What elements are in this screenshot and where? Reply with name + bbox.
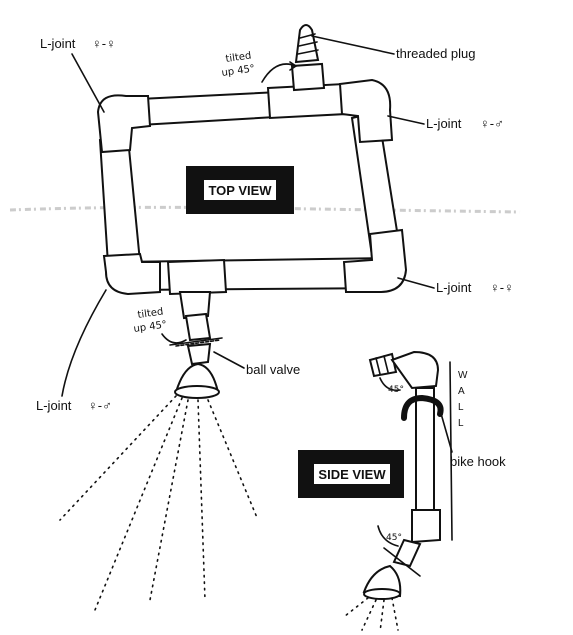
shower-head-top <box>59 362 259 611</box>
svg-text:♀-♂: ♀-♂ <box>88 398 112 413</box>
label-bike-hook: bike hook <box>439 409 506 469</box>
side-view-assembly: W A L L 45° 45° <box>344 350 468 633</box>
svg-text:W: W <box>458 370 468 381</box>
l-joint-bottom-left <box>102 252 161 296</box>
ball-valve <box>169 312 223 366</box>
label-l-joint-top-right: L-joint ♀-♂ <box>387 115 504 131</box>
bike-hook <box>401 394 444 421</box>
label-tilted-top: tilted up 45° <box>221 50 297 83</box>
label-l-joint-top-left: L-joint ♀-♀ <box>40 36 116 113</box>
l-joint-bottom-right <box>342 228 408 293</box>
tee-top-stem <box>290 62 326 92</box>
svg-text:L: L <box>458 418 464 429</box>
svg-text:♀-♀: ♀-♀ <box>490 280 514 295</box>
svg-text:♀-♂: ♀-♂ <box>480 116 504 131</box>
svg-text:45°: 45° <box>388 385 404 395</box>
svg-text:L: L <box>458 402 464 413</box>
svg-text:L-joint: L-joint <box>36 398 72 413</box>
label-tilted-bottom: tilted up 45° <box>133 306 187 344</box>
l-joint-top-left <box>96 94 152 154</box>
svg-text:45°: 45° <box>386 533 402 543</box>
svg-text:threaded plug: threaded plug <box>396 46 476 61</box>
tee-bottom-stem <box>178 291 212 320</box>
side-pipe <box>415 387 435 511</box>
svg-text:A: A <box>458 386 465 397</box>
label-ball-valve: ball valve <box>213 351 300 377</box>
label-l-joint-bottom-right: L-joint ♀-♀ <box>397 277 514 295</box>
top-view-label: TOP VIEW <box>208 183 272 198</box>
label-l-joint-bottom-left: L-joint ♀-♂ <box>36 289 112 413</box>
label-threaded-plug: threaded plug <box>311 35 476 61</box>
svg-text:up 45°: up 45° <box>133 319 168 335</box>
svg-text:ball valve: ball valve <box>246 362 300 377</box>
threaded-plug <box>294 24 320 64</box>
svg-text:L-joint: L-joint <box>436 280 472 295</box>
svg-text:L-joint: L-joint <box>426 116 462 131</box>
svg-text:tilted: tilted <box>137 306 164 320</box>
pvc-frame <box>96 62 408 320</box>
svg-text:♀-♀: ♀-♀ <box>92 36 116 51</box>
svg-text:bike hook: bike hook <box>450 454 506 469</box>
tee-bottom <box>166 258 228 296</box>
svg-text:up 45°: up 45° <box>221 63 256 79</box>
side-view-label-bg <box>314 464 390 484</box>
svg-text:L-joint: L-joint <box>40 36 76 51</box>
side-view-label: SIDE VIEW <box>318 467 386 482</box>
l-joint-top-right <box>338 78 394 144</box>
pipe-left <box>98 136 142 266</box>
svg-text:tilted: tilted <box>225 50 252 64</box>
top-view-label-bg <box>204 180 276 200</box>
